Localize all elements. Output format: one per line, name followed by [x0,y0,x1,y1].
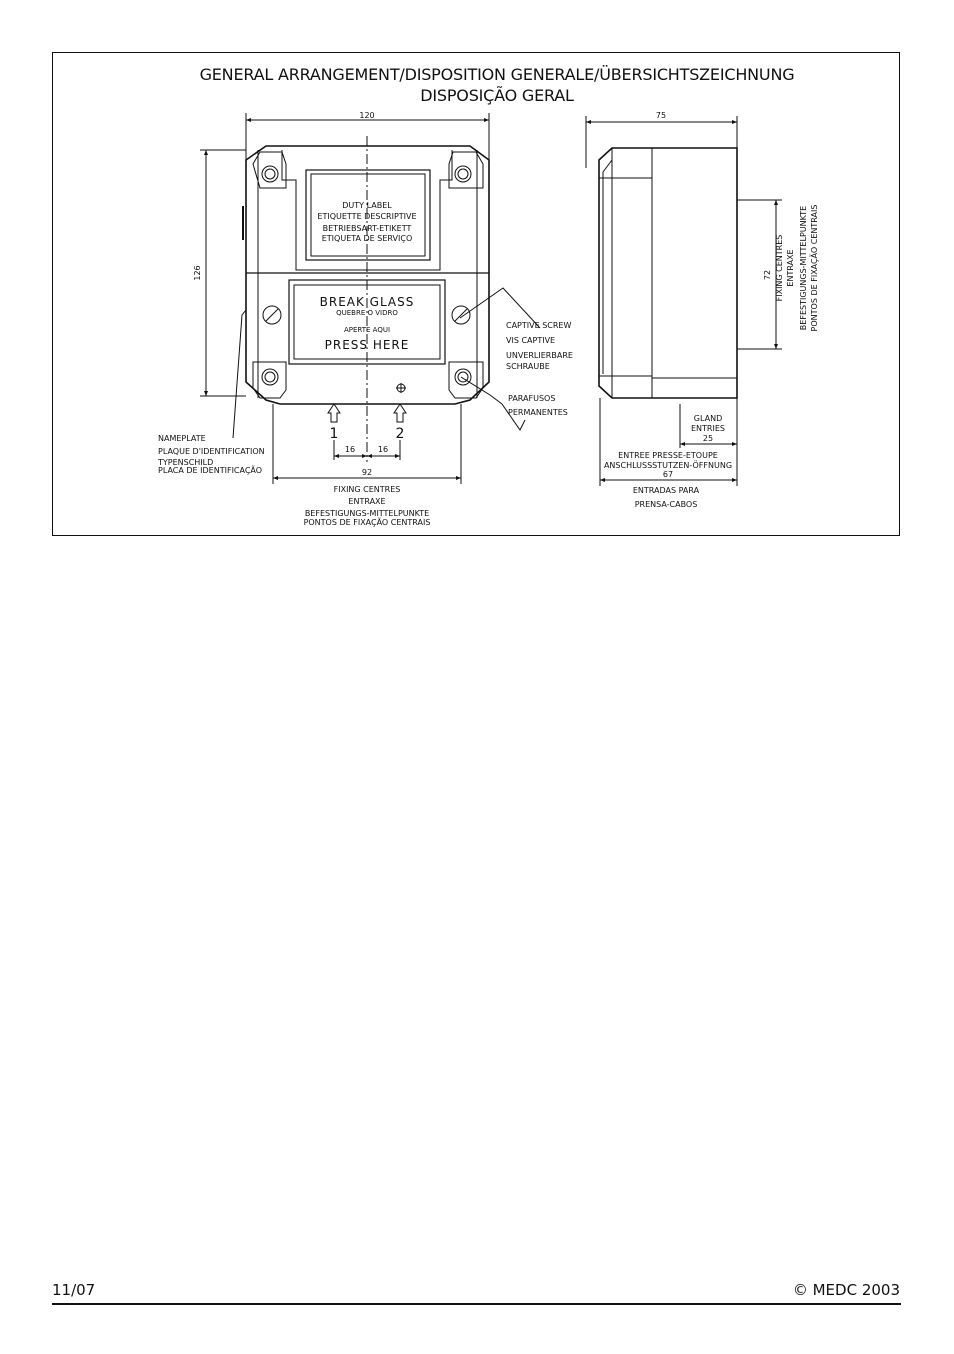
captive-screw-right [451,305,471,325]
corner-screw-bottom-right [448,361,484,399]
fixing-centres-vertical-en: FIXING CENTRES [775,235,784,302]
front-view [200,113,541,484]
footer-rule [52,1303,901,1305]
dim-126-label: 126 [193,265,202,280]
gland-entry-arrow-2 [393,403,407,423]
nameplate-fr: PLAQUE D'IDENTIFICATION [158,447,265,456]
entradas-2: PRENSA-CABOS [635,500,698,509]
fixing-centres-vertical-de: BEFESTIGUNGS-MITTELPUNKTE [799,206,808,330]
captive-screw-de-2: SCHRAUBE [506,362,550,371]
nameplate-de: TYPENSCHILD [157,458,213,467]
drawing-frame [52,52,900,536]
entry-2-label: 2 [396,426,405,442]
dim-67-label: 67 [663,470,673,479]
aperte-text: APERTE AQUI [344,326,390,334]
dim-92-label: 92 [362,468,372,477]
fixing-centres-pt: PONTOS DE FIXAÇÃO CENTRAIS [304,517,431,527]
corner-screw-bottom-left [252,361,287,399]
parafusos-2: PERMANENTES [508,408,568,417]
captive-screw-left [262,305,282,325]
nameplate-leader [232,309,247,439]
duty-label-de: BETRIEBSART-ETIKETT [323,224,412,233]
captive-screw-fr: VIS CAPTIVE [506,336,555,345]
corner-screw-top-right [448,151,484,189]
dim-120-label: 120 [359,111,374,120]
dim-25-label: 25 [703,434,713,443]
footer-date: 11/07 [52,1281,96,1299]
fixing-centres-fr: ENTRAXE [348,497,385,506]
duty-label-pt: ETIQUETA DE SERVIÇO [322,234,413,243]
duty-label-en: DUTY LABEL [342,201,392,210]
parafusos-1: PARAFUSOS [508,394,555,403]
captive-screw-en: CAPTIVE SCREW [506,321,571,330]
parafusos-leader-1 [460,376,503,405]
drawing-title: GENERAL ARRANGEMENT/DISPOSITION GENERALE… [52,64,942,106]
title-line-1: GENERAL ARRANGEMENT/DISPOSITION GENERALE… [199,65,795,84]
nameplate-pt: PLACA DE IDENTIFICAÇÃO [158,465,262,475]
break-glass-text: BREAK GLASS [320,295,415,309]
quebre-text: QUEBRE O VIDRO [336,309,398,317]
entree-de: ANSCHLUSSSTUTZEN-ÖFFNUNG [604,460,732,470]
fixing-centres-vertical-fr: ENTRAXE [786,249,795,286]
entradas-1: ENTRADAS PARA [633,486,700,495]
entry-1-label: 1 [330,426,339,442]
title-line-2: DISPOSIÇÃO GERAL [420,86,574,105]
gland-entries-1: GLAND [694,414,722,423]
entree-fr: ENTREE PRESSE-ETOUPE [618,451,718,460]
dim-16a-label: 16 [345,445,355,454]
fixing-centres-de: BEFESTIGUNGS-MITTELPUNKTE [305,509,429,518]
dim-75-label: 75 [656,111,666,120]
gland-entries-2: ENTRIES [691,424,725,433]
side-view [585,116,782,486]
press-here-text: PRESS HERE [325,338,410,352]
duty-label-fr: ETIQUETTE DESCRIPTIVE [317,212,416,221]
footer-copyright: © MEDC 2003 [792,1281,900,1299]
nameplate-en: NAMEPLATE [158,434,206,443]
corner-screw-top-left [252,151,287,189]
dim-72-label: 72 [763,270,772,280]
fixing-centres-vertical-pt: PONTOS DE FIXAÇÃO CENTRAIS [809,205,819,332]
dim-16b-label: 16 [378,445,388,454]
captive-screw-leader [459,287,541,329]
gland-entry-arrow-1 [327,403,341,423]
captive-screw-de-1: UNVERLIERBARE [506,351,573,360]
fixing-centres-en: FIXING CENTRES [334,485,401,494]
